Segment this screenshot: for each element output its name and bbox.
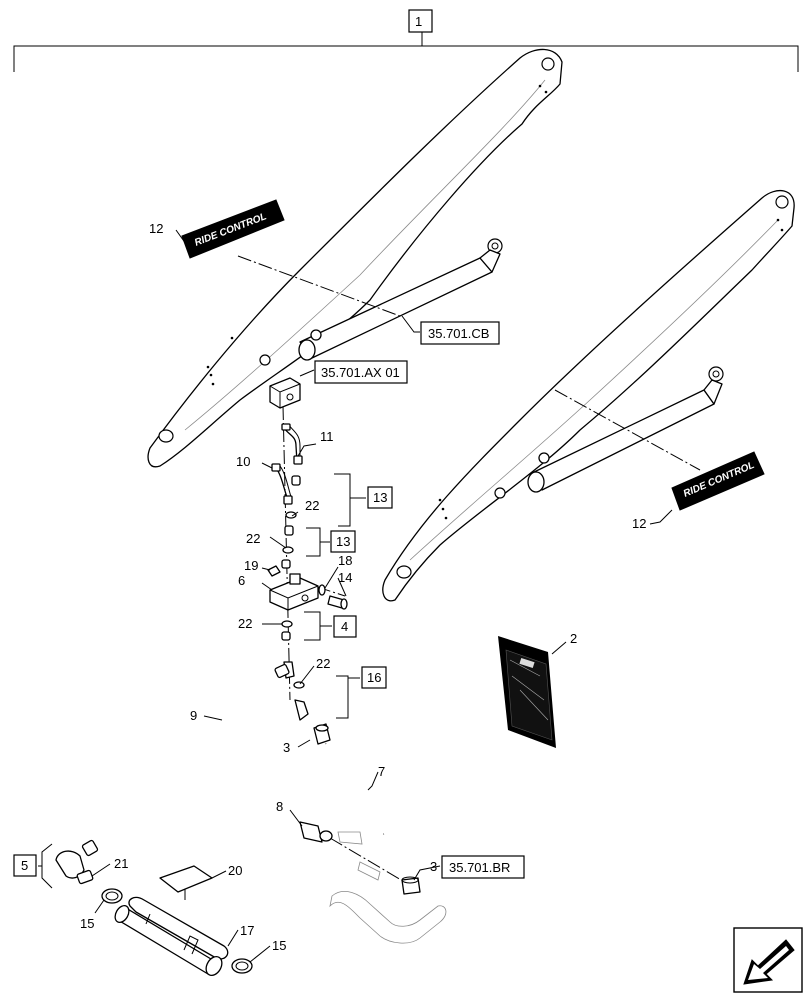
reference-box-cb — [420, 321, 500, 345]
leader-lines — [91, 229, 673, 963]
operator-manual-2 — [498, 636, 556, 748]
fitting-3-upper — [313, 723, 331, 745]
fitting-8 — [299, 821, 363, 845]
callout-15-left: 15 — [80, 916, 94, 931]
left-lift-cylinder — [298, 238, 503, 361]
callout-22-a: 22 — [305, 498, 319, 513]
left-loader-arm — [147, 48, 563, 468]
callout-19: 19 — [244, 558, 258, 573]
right-loader-arm — [382, 189, 795, 602]
callout-11: 11 — [320, 429, 334, 444]
callout-10: 10 — [236, 454, 250, 469]
callout-box-13-b — [330, 530, 356, 553]
callout-3-lower: 3 — [430, 859, 437, 874]
callout-5: 5 — [21, 858, 28, 873]
callout-box-4 — [333, 615, 357, 638]
callout-22-d: 22 — [316, 656, 330, 671]
callout-4: 4 — [341, 619, 348, 634]
callout-6: 6 — [238, 573, 245, 588]
plug-19 — [267, 565, 281, 577]
reference-box-br — [441, 855, 525, 879]
callout-14: 14 — [338, 570, 352, 585]
callout-22-b: 22 — [246, 531, 260, 546]
group-brackets — [38, 473, 366, 889]
clamp-15-left — [101, 888, 123, 904]
ride-control-decal-right: RIDE CONTROL — [671, 451, 765, 511]
ghost-pipe — [329, 861, 447, 944]
callout-21: 21 — [114, 856, 128, 871]
hose-9 — [81, 663, 290, 857]
fitting-stack — [281, 475, 309, 721]
callout-17: 17 — [240, 923, 254, 938]
callout-1: 1 — [415, 14, 422, 29]
ride-control-decal-left: RIDE CONTROL — [181, 199, 285, 259]
callout-16: 16 — [367, 670, 381, 685]
tube-11 — [281, 423, 303, 465]
callout-box-13-a — [367, 486, 393, 509]
right-lift-cylinder — [527, 366, 724, 493]
hose-7 — [324, 743, 401, 836]
callout-9: 9 — [190, 708, 197, 723]
callout-15-right: 15 — [272, 938, 286, 953]
reference-35-701-ax-01: 35.701.AX 01 — [321, 365, 400, 380]
callout-13-a: 13 — [373, 490, 387, 505]
assembly-bracket — [13, 32, 799, 72]
clamp-15-right — [231, 958, 253, 974]
reference-35-701-cb: 35.701.CB — [428, 326, 489, 341]
accumulator-17 — [114, 896, 229, 976]
callout-7: 7 — [378, 764, 385, 779]
fitting-21 — [76, 869, 94, 885]
callout-box-5 — [13, 854, 37, 877]
ride-control-valve-block — [269, 377, 301, 409]
reference-box-ax — [314, 360, 408, 384]
valve-6 — [269, 573, 319, 611]
callout-13-b: 13 — [336, 534, 350, 549]
callout-12-left: 12 — [149, 221, 163, 236]
fitting-3-lower — [401, 876, 421, 895]
washer-18 — [318, 584, 326, 596]
reference-35-701-br: 35.701.BR — [449, 860, 510, 875]
callout-2: 2 — [570, 631, 577, 646]
decal-20 — [159, 865, 213, 893]
callout-box-16 — [361, 666, 387, 689]
next-page-arrow-icon[interactable] — [733, 927, 803, 993]
callout-3-upper: 3 — [283, 740, 290, 755]
callout-8: 8 — [276, 799, 283, 814]
callout-box-1 — [408, 9, 433, 33]
callout-12-right: 12 — [632, 516, 646, 531]
callout-20: 20 — [228, 863, 242, 878]
reference-labels: 35.701.CB 35.701.AX 01 35.701.BR — [314, 321, 525, 879]
bolt-14 — [327, 595, 348, 610]
callout-22-c: 22 — [238, 616, 252, 631]
callout-labels: 1 12 11 10 22 22 19 18 6 14 22 22 9 3 7 … — [13, 9, 646, 953]
callout-18: 18 — [338, 553, 352, 568]
elbow-5 — [55, 850, 85, 879]
tube-10 — [271, 463, 293, 505]
